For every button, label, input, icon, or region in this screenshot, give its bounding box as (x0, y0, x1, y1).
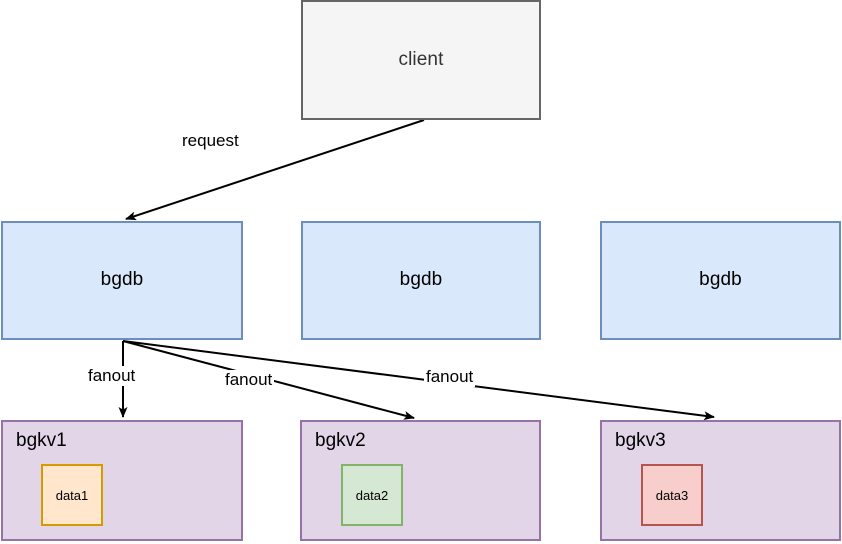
node-bgkv-2-label: bgkv2 (315, 430, 366, 451)
node-bgdb-2[interactable]: bgdb (301, 221, 541, 340)
node-bgkv-3[interactable]: bgkv3 (600, 420, 841, 541)
node-data-1[interactable]: data1 (41, 464, 103, 526)
node-bgdb-2-label: bgdb (399, 269, 443, 291)
node-bgdb-3-label: bgdb (699, 269, 742, 291)
node-data-2-label: data2 (355, 487, 389, 503)
node-client-label: client (398, 48, 444, 70)
edge-client-to-bgdb1 (125, 119, 425, 221)
edge-bgdb1-to-bgkv3 (122, 340, 715, 421)
edge-label-fanout-2: fanout (223, 370, 275, 390)
node-bgdb-1-label: bgdb (100, 269, 144, 291)
node-data-2[interactable]: data2 (341, 464, 403, 526)
node-bgkv-1[interactable]: bgkv1 (1, 420, 243, 541)
node-bgkv-1-label: bgkv1 (16, 430, 67, 451)
node-bgdb-1[interactable]: bgdb (1, 221, 243, 340)
edge-label-fanout-3: fanout (424, 367, 476, 387)
node-data-1-label: data1 (55, 487, 89, 503)
edge-label-fanout-1: fanout (86, 366, 138, 386)
node-data-3-label: data3 (655, 487, 689, 503)
node-bgkv-2[interactable]: bgkv2 (300, 420, 541, 541)
node-data-3[interactable]: data3 (641, 464, 703, 526)
edge-label-request: request (180, 131, 241, 151)
node-bgkv-3-label: bgkv3 (615, 430, 666, 451)
node-bgdb-3[interactable]: bgdb (600, 221, 841, 340)
node-client[interactable]: client (301, 0, 541, 120)
